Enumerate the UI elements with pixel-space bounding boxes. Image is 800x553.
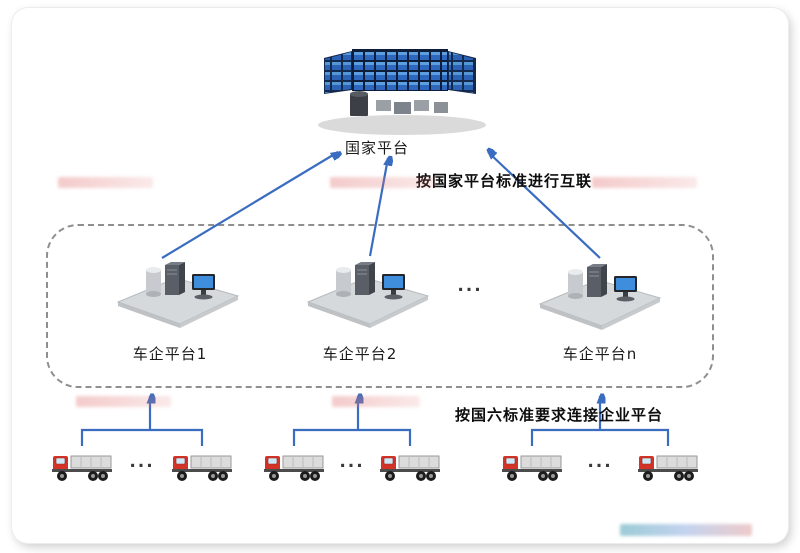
enterprise-platform-1-label: 车企平台1 xyxy=(132,345,208,363)
watermark xyxy=(76,396,171,407)
enterprise-platform-2-illustration xyxy=(302,250,432,330)
enterprise-platform-1-illustration xyxy=(112,250,242,330)
floor-shadow xyxy=(318,115,486,135)
truck-icon xyxy=(500,448,564,484)
watermark xyxy=(58,177,153,188)
truck-icon xyxy=(636,448,700,484)
truck-icon xyxy=(262,448,326,484)
screen-wall-center xyxy=(353,50,447,90)
trucks-group2-ellipsis: ... xyxy=(339,452,365,472)
server-rack-icon xyxy=(350,94,368,116)
watermark xyxy=(332,396,420,407)
enterprise-platform-n-illustration xyxy=(534,252,664,332)
truck-icon xyxy=(378,448,442,484)
watermark xyxy=(330,177,435,188)
enterprise-platform-2-label: 车企平台2 xyxy=(322,345,398,363)
interconnect-standard-note: 按国家平台标准进行互联 xyxy=(416,172,593,190)
truck-icon xyxy=(170,448,234,484)
watermark xyxy=(592,177,697,188)
trucks-group3-ellipsis: ... xyxy=(587,452,613,472)
china6-connection-note: 按国六标准要求连接企业平台 xyxy=(455,406,664,424)
national-platform-illustration xyxy=(318,49,486,135)
enterprise-platform-n-label: 车企平台n xyxy=(562,345,638,363)
truck-icon xyxy=(50,448,114,484)
screen-wall-left xyxy=(325,52,351,93)
watermark xyxy=(620,524,752,536)
platforms-ellipsis: ... xyxy=(457,276,483,296)
console-desk-icon xyxy=(376,100,391,111)
trucks-group1-ellipsis: ... xyxy=(129,452,155,472)
screen-wall-right xyxy=(449,52,475,93)
national-platform-label: 国家平台 xyxy=(344,139,409,157)
